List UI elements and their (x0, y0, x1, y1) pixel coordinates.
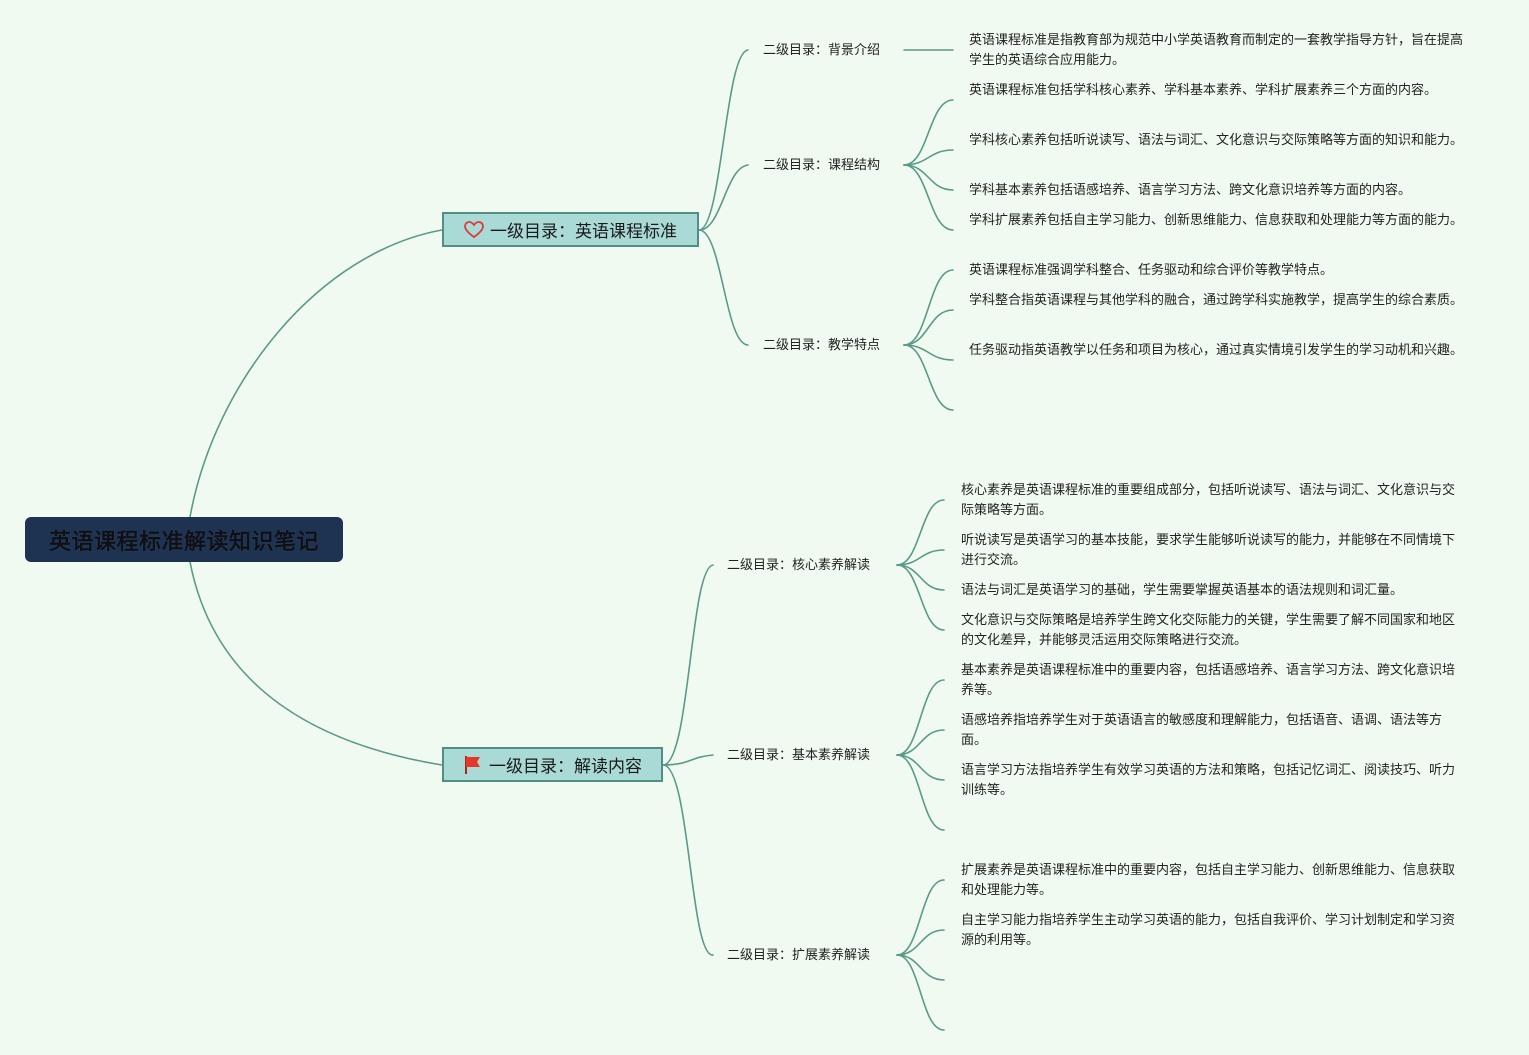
subtopic-course-structure[interactable]: 二级目录：课程结构 (763, 158, 881, 173)
leaf-note[interactable]: 学科核心素养包括听说读写、语法与词汇、文化意识与交际策略等方面的知识和能力。 (969, 133, 1464, 148)
leaf-note[interactable]: 扩展素养是英语课程标准中的重要内容，包括自主学习能力、创新思维能力、信息获取和处… (961, 863, 1456, 898)
leaf-note[interactable]: 听说读写是英语学习的基本技能，要求学生能够听说读写的能力，并能够在不同情境下进行… (961, 533, 1456, 568)
subtopic-background[interactable]: 二级目录：背景介绍 (763, 43, 881, 58)
branch-topic-label: 一级目录：英语课程标准 (490, 222, 677, 242)
leaf-note[interactable]: 语感培养指培养学生对于英语语言的敏感度和理解能力，包括语音、语调、语法等方面。 (961, 713, 1443, 748)
leaf-note[interactable]: 基本素养是英语课程标准中的重要内容，包括语感培养、语言学习方法、跨文化意识培养等… (961, 663, 1456, 698)
subtopic-extended-literacy[interactable]: 二级目录：扩展素养解读 (727, 948, 871, 963)
leaf-note[interactable]: 英语课程标准是指教育部为规范中小学英语教育而制定的一套教学指导方针，旨在提高学生… (969, 33, 1464, 68)
branch-topic-curriculum-standard[interactable]: 一级目录：英语课程标准 (442, 212, 699, 247)
subtopic-core-literacy[interactable]: 二级目录：核心素养解读 (727, 558, 871, 573)
leaf-note[interactable]: 自主学习能力指培养学生主动学习英语的能力，包括自我评价、学习计划制定和学习资源的… (961, 913, 1456, 948)
heart-icon (464, 220, 484, 239)
leaf-note[interactable]: 文化意识与交际策略是培养学生跨文化交际能力的关键，学生需要了解不同国家和地区的文… (961, 613, 1456, 648)
leaf-note[interactable]: 语言学习方法指培养学生有效学习英语的方法和策略，包括记忆词汇、阅读技巧、听力训练… (961, 763, 1456, 798)
leaf-note[interactable]: 语法与词汇是英语学习的基础，学生需要掌握英语基本的语法规则和词汇量。 (961, 583, 1404, 598)
subtopic-teaching-features[interactable]: 二级目录：教学特点 (763, 338, 881, 353)
root-topic-label: 英语课程标准解读知识笔记 (48, 529, 319, 555)
branch-topic-interpretation[interactable]: 一级目录：解读内容 (442, 747, 663, 782)
leaf-note[interactable]: 学科整合指英语课程与其他学科的融合，通过跨学科实施教学，提高学生的综合素质。 (969, 293, 1464, 308)
subtopic-basic-literacy[interactable]: 二级目录：基本素养解读 (727, 748, 871, 763)
leaf-note[interactable]: 英语课程标准包括学科核心素养、学科基本素养、学科扩展素养三个方面的内容。 (969, 83, 1438, 98)
leaf-note[interactable]: 学科基本素养包括语感培养、语言学习方法、跨文化意识培养等方面的内容。 (969, 183, 1412, 198)
root-topic[interactable]: 英语课程标准解读知识笔记 (25, 517, 343, 562)
leaf-note[interactable]: 学科扩展素养包括自主学习能力、创新思维能力、信息获取和处理能力等方面的能力。 (969, 213, 1464, 228)
branch-topic-label: 一级目录：解读内容 (489, 757, 642, 777)
red-flag-icon (463, 755, 483, 775)
leaf-note[interactable]: 英语课程标准强调学科整合、任务驱动和综合评价等教学特点。 (969, 263, 1334, 278)
leaf-note[interactable]: 任务驱动指英语教学以任务和项目为核心，通过真实情境引发学生的学习动机和兴趣。 (969, 343, 1464, 358)
leaf-note[interactable]: 核心素养是英语课程标准的重要组成部分，包括听说读写、语法与词汇、文化意识与交际策… (961, 483, 1456, 518)
